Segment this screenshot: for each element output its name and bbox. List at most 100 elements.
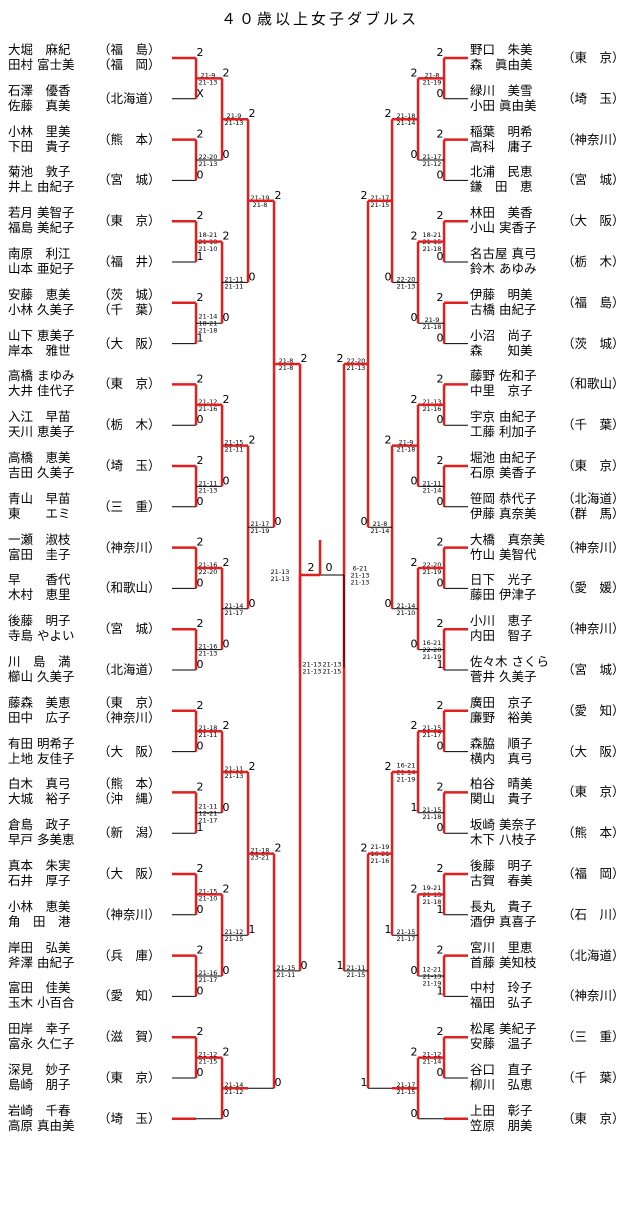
player-name: 緑川 美雪 xyxy=(470,82,533,98)
team-entry: 笹岡 恭代子伊藤 真奈美（北海道）（群 馬） xyxy=(470,491,625,521)
player-name: 高科 庸子 xyxy=(470,138,533,154)
set-scores: 21-13 xyxy=(423,398,442,406)
player-name: 後藤 明子 xyxy=(8,613,71,629)
prefecture-label: （群 馬） xyxy=(562,505,625,521)
set-scores: 21-19 xyxy=(251,194,270,202)
team-entry: 白木 真弓大城 裕子（熊 本）（沖 縄） xyxy=(8,776,161,806)
prefecture-label: （宮 城） xyxy=(98,621,161,637)
team-entry: 倉島 政子早戸 多美恵（新 潟） xyxy=(8,817,161,847)
score-label: 0 xyxy=(361,515,368,528)
player-name: 上地 友佳子 xyxy=(8,750,75,766)
player-name: 野口 朱美 xyxy=(470,42,533,57)
set-scores: 21-18 xyxy=(423,813,442,821)
set-scores: 21-15 xyxy=(423,806,442,814)
prefecture-label: （東 京） xyxy=(562,784,625,800)
player-name: 伊藤 真奈美 xyxy=(470,505,537,521)
player-name: 柳川 弘恵 xyxy=(470,1077,533,1092)
prefecture-label: （東 京） xyxy=(562,50,625,65)
score-label: 2 xyxy=(411,1046,418,1059)
score-label: 2 xyxy=(197,128,204,141)
set-scores: 21-15 xyxy=(371,201,390,209)
team-entry: 田岸 幸子富永 久仁子（滋 賀） xyxy=(8,1021,161,1051)
set-scores: 16-21 xyxy=(423,639,442,647)
prefecture-label: （東 京） xyxy=(562,1110,625,1126)
set-scores: 21-13 xyxy=(323,660,342,668)
set-scores: 21-16 xyxy=(199,969,218,977)
score-label: 0 xyxy=(437,332,444,345)
team-entry: 名古屋 真弓鈴木 あゆみ（栃 木） xyxy=(470,246,625,276)
prefecture-label: （東 京） xyxy=(98,694,161,710)
score-label: 0 xyxy=(197,903,204,916)
player-name: 有田 明希子 xyxy=(8,735,75,751)
team-entry: 川 島 満櫛山 久美子（北海道） xyxy=(8,654,161,684)
set-scores: 16-21 xyxy=(397,762,416,770)
prefecture-label: （北海道） xyxy=(562,947,625,963)
team-entry: 小川 恵子内田 智子（神奈川） xyxy=(470,613,625,643)
player-name: 岸田 弘美 xyxy=(8,939,71,955)
set-scores: 21-17 xyxy=(225,609,244,617)
team-entry: 緑川 美雪小田 眞由美（埼 玉） xyxy=(470,82,625,113)
prefecture-label: （東 京） xyxy=(98,376,161,392)
set-scores: 21-19 xyxy=(251,527,270,535)
set-scores: 21-13 xyxy=(199,486,218,494)
score-label: 0 xyxy=(437,740,444,753)
score-label: 2 xyxy=(197,617,204,630)
prefecture-label: （新 潟） xyxy=(98,825,161,841)
prefecture-label: （栃 木） xyxy=(98,417,161,433)
prefecture-label: （熊 本） xyxy=(562,825,625,841)
player-name: 倉島 政子 xyxy=(8,817,71,833)
prefecture-label: （沖 縄） xyxy=(98,791,161,807)
score-label: 0 xyxy=(197,1066,204,1079)
score-label: 0 xyxy=(223,474,230,487)
player-name: 高橋 恵美 xyxy=(8,450,71,465)
player-name: 酒伊 真喜子 xyxy=(470,913,537,929)
player-name: 中村 玲子 xyxy=(470,980,533,996)
set-scores: 21-14 xyxy=(225,602,244,610)
player-name: 安藤 恵美 xyxy=(8,286,71,302)
score-label: 0 xyxy=(223,148,230,161)
team-entry: 一瀬 淑枝富田 圭子（神奈川） xyxy=(8,532,161,562)
score-label: 0 xyxy=(197,576,204,589)
player-name: 藤野 佐和子 xyxy=(470,368,537,384)
prefecture-label: （和歌山） xyxy=(562,376,625,392)
prefecture-label: （滋 賀） xyxy=(98,1029,161,1045)
player-name: 山本 亜妃子 xyxy=(8,261,75,276)
score-label: 2 xyxy=(411,882,418,895)
set-scores: 18-21 xyxy=(199,231,218,239)
player-name: 富田 圭子 xyxy=(8,546,71,562)
score-label: 2 xyxy=(301,352,308,365)
score-label: 1 xyxy=(361,1076,368,1089)
prefecture-label: （愛 知） xyxy=(98,988,161,1004)
set-scores: 12-21 xyxy=(423,966,442,974)
set-scores: 21-12 xyxy=(423,1051,442,1059)
set-scores: 21-18 xyxy=(251,847,270,855)
score-label: 2 xyxy=(223,556,230,569)
score-label: 0 xyxy=(437,87,444,100)
set-scores: 21-11 xyxy=(225,275,244,283)
score-label: 0 xyxy=(385,270,392,283)
set-scores: 21-9 xyxy=(201,71,216,79)
score-label: 2 xyxy=(437,1025,444,1038)
prefecture-label: （神奈川） xyxy=(562,131,625,147)
score-label: 2 xyxy=(437,699,444,712)
player-name: 南原 利江 xyxy=(8,246,71,261)
score-label: 0 xyxy=(223,964,230,977)
set-scores: 21-16 xyxy=(199,643,218,651)
score-label: 0 xyxy=(411,311,418,324)
set-scores: 21-17 xyxy=(423,153,442,161)
player-name: 宮川 里恵 xyxy=(470,939,533,955)
set-scores: 21-15 xyxy=(323,667,342,675)
team-entry: 大堀 麻紀田村 富士美（福 島）（福 岡） xyxy=(8,42,161,72)
set-scores: 21-15 xyxy=(199,1058,218,1066)
player-name: 石原 美香子 xyxy=(470,465,537,480)
score-label: 2 xyxy=(437,780,444,793)
page-title: ４０歳以上女子ダブルス xyxy=(220,10,419,28)
score-label: 1 xyxy=(385,923,392,936)
player-name: 大橋 真奈美 xyxy=(470,531,546,547)
set-scores: 21-13 xyxy=(351,572,370,580)
set-scores: 21-11 xyxy=(225,446,244,454)
prefecture-label: （東 京） xyxy=(98,1070,161,1085)
set-scores: 21-13 xyxy=(303,667,322,675)
player-name: 深見 妙子 xyxy=(8,1062,71,1077)
score-label: 0 xyxy=(197,740,204,753)
